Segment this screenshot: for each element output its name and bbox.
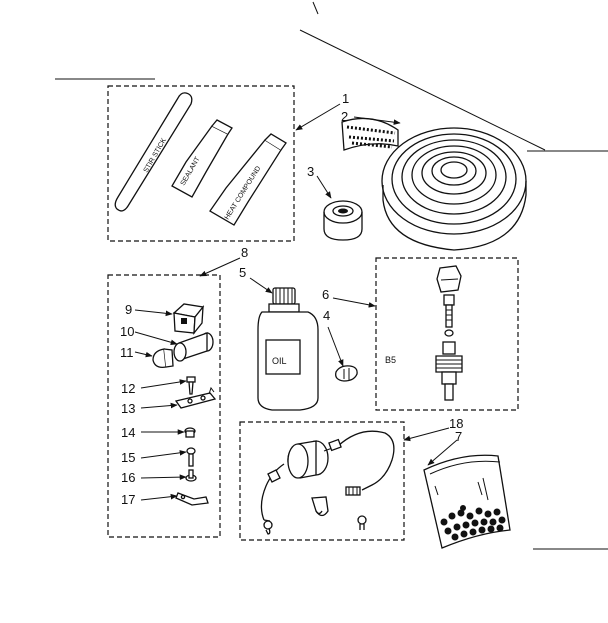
- callout-8: 8: [241, 245, 248, 260]
- valve-core: [443, 294, 455, 337]
- callout-1: 1: [342, 91, 349, 106]
- callout-6: 6: [322, 287, 329, 302]
- clip-u: [311, 496, 329, 517]
- callout-13: 13: [121, 401, 135, 416]
- sensor-cylinder: [287, 440, 339, 479]
- service-kit-box: STIR STICK SEALANT HEAT COMPOUND: [107, 85, 295, 242]
- terminal-lower-left: [263, 519, 273, 535]
- oil-bottle: OIL: [257, 287, 319, 411]
- washer-16: [185, 469, 197, 482]
- valve-kit-box: B5: [375, 257, 519, 411]
- sealant-tube: SEALANT: [171, 119, 233, 198]
- callout-11: 11: [120, 345, 134, 360]
- valve-tool: [335, 365, 358, 382]
- sensor-kit-box: [239, 421, 405, 541]
- nut-14: [184, 427, 196, 438]
- valve-cap: [436, 265, 462, 293]
- rubber-block: [172, 303, 205, 336]
- hardware-kit-box: [107, 274, 221, 538]
- fastener-bag: [423, 454, 511, 549]
- screw-15: [186, 447, 196, 467]
- callout-17: 17: [121, 492, 135, 507]
- callout-12: 12: [121, 381, 135, 396]
- callout-4: 4: [323, 308, 330, 323]
- bag-contents: [440, 505, 506, 541]
- scan-edge-lines: [55, 1, 608, 550]
- callout-15: 15: [121, 450, 135, 465]
- callout-16: 16: [121, 470, 135, 485]
- clip-bracket: [174, 386, 217, 409]
- callout-5: 5: [239, 265, 246, 280]
- callout-numbers: 1 2 3 8 5 6 4 9 10 11 12 13 14 15 16 17 …: [120, 91, 463, 507]
- strap-17: [175, 492, 209, 506]
- small-tape-roll: [323, 200, 363, 241]
- callout-9: 9: [125, 302, 132, 317]
- callout-14: 14: [121, 425, 135, 440]
- connector-upper: [328, 438, 342, 452]
- screw-12: [186, 376, 196, 395]
- callout-18: 18: [449, 416, 463, 431]
- oil-label: OIL: [272, 356, 287, 366]
- callout-3: 3: [307, 164, 314, 179]
- half-cap: [152, 348, 174, 368]
- plug-right: [345, 486, 361, 496]
- stir-stick: STIR STICK: [114, 92, 193, 212]
- connector-left: [267, 469, 281, 483]
- callout-2: 2: [341, 109, 348, 124]
- insulation-tape-roll: [341, 117, 527, 251]
- valve-body: [435, 341, 463, 401]
- leader-lines: [134, 103, 458, 501]
- b5-label: B5: [385, 355, 396, 365]
- heat-compound-tube: HEAT COMPOUND: [209, 133, 287, 226]
- callout-10: 10: [120, 324, 134, 339]
- cylinder-sleeve: [173, 332, 214, 362]
- callout-7: 7: [455, 429, 462, 444]
- screw-small: [357, 515, 367, 530]
